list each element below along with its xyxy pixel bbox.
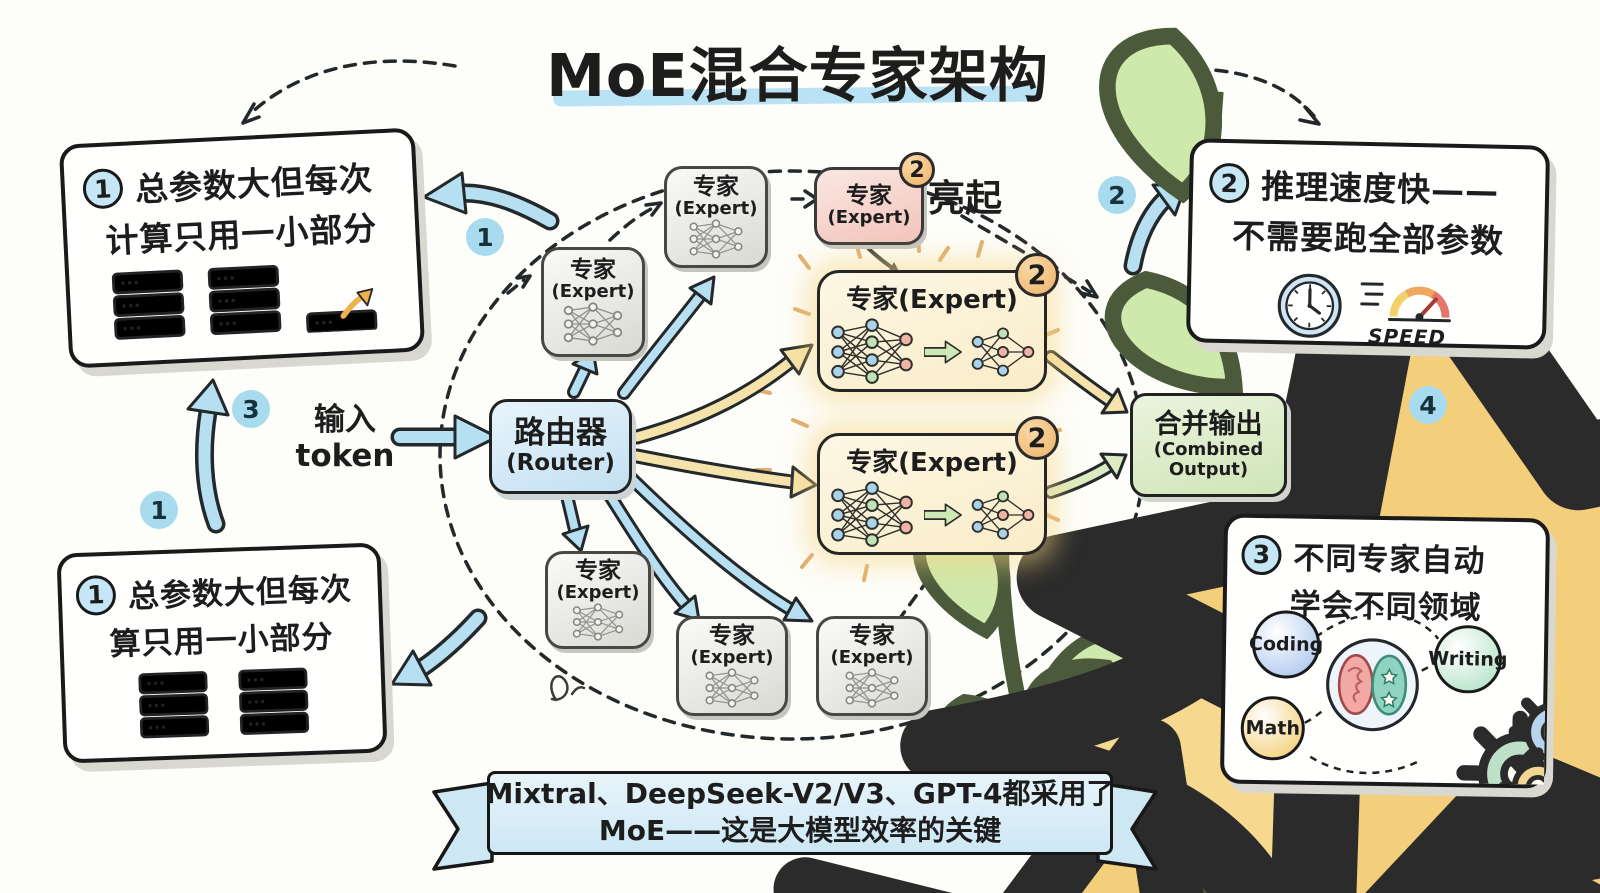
expert-label-en: (Expert): [551, 281, 635, 303]
active-expert-box-2: 2 专家(Expert): [817, 416, 1059, 555]
combined-output-box: 合并输出 (Combined Output): [1130, 393, 1287, 497]
router-label-en: (Router): [506, 449, 615, 476]
input-label-en: token: [295, 437, 395, 474]
expert-label-en: (Expert): [830, 647, 914, 669]
expert-label-en: (Expert): [556, 582, 640, 604]
dashed-arrow-expert-to-expert-top: [608, 201, 663, 242]
server-stack-icon-blue: [109, 269, 188, 343]
benefit-box-bottom-left: 1 总参数大但每次 算只用一小部分: [56, 542, 388, 764]
green-arrow-icon: [924, 503, 962, 527]
speed-label: SPEED: [1367, 324, 1447, 350]
gears-icon: [1422, 679, 1546, 785]
combined-output-label-en2: Output): [1168, 458, 1249, 480]
ribbon-text-line1: Mixtral、DeepSeek-V2/V3、GPT-4都采用了: [485, 777, 1115, 811]
server-stack-icon-green: [236, 667, 312, 738]
benefit-text-line1: 总参数大但每次: [134, 158, 374, 210]
arrow-bottom-left-to-top-left-box: [186, 378, 230, 534]
arrow-router-to-active-expert1: [629, 343, 814, 445]
dashed-arrow-title-to-top-left: [241, 59, 457, 125]
arrow-active-expert1-to-combined: [1044, 350, 1129, 415]
server-stack-icon-blue: [136, 670, 212, 741]
leaf-decorations: [550, 0, 1600, 893]
arrow-active-expert2-to-combined: [1044, 452, 1128, 499]
active-expert-label: 专家(Expert): [846, 285, 1018, 315]
expert-label-zh: 专家: [846, 183, 892, 210]
neural-net-full-icon: [828, 318, 916, 386]
expert-box-left: 专家 (Expert): [541, 247, 645, 357]
expert-label-zh: 专家: [570, 257, 616, 284]
arrow-center-to-bottom-left-box: [390, 608, 488, 687]
step-number-circle: 2: [1208, 162, 1250, 204]
speedometer-block: SPEED: [1357, 266, 1459, 350]
neural-net-icon: [566, 603, 630, 641]
arrow-router-to-active-expert2: [629, 448, 818, 499]
active-expert-badge: 2: [899, 152, 935, 188]
active-expert-label: 专家(Expert): [846, 448, 1018, 478]
speedometer-icon: [1360, 282, 1451, 323]
expert-label-zh: 专家: [575, 558, 621, 585]
active-expert-badge: 2: [1015, 416, 1059, 460]
green-arrow-icon: [924, 340, 962, 364]
step-badge-2: 2: [1098, 176, 1136, 214]
neural-net-icon: [683, 219, 749, 259]
expert-label-zh: 专家: [709, 623, 755, 650]
summary-ribbon: Mixtral、DeepSeek-V2/V3、GPT-4都采用了 MoE——这是…: [485, 771, 1115, 855]
neural-net-full-icon: [828, 481, 916, 549]
diagram-title-block: MoE混合专家架构: [525, 28, 1070, 113]
active-expert-box-1: 2 专家(Expert): [817, 253, 1059, 392]
neural-net-icon: [699, 668, 765, 708]
expert-label-zh: 专家: [693, 174, 739, 201]
expert-label-en: (Expert): [674, 198, 758, 220]
light-up-label: 亮起: [928, 177, 1002, 220]
domain-dashed-connectors: [1304, 612, 1443, 775]
active-expert-badge: 2: [1015, 253, 1059, 297]
arrow-router-to-expert-bottom1: [560, 489, 590, 553]
router-box: 路由器 (Router): [489, 399, 632, 494]
neural-net-icon: [558, 302, 628, 346]
neural-net-sparse-icon: [970, 488, 1036, 542]
expert-label-en: (Expert): [690, 647, 774, 669]
arrow-router-to-expert-bottom2: [602, 487, 701, 622]
page-title: MoE混合专家架构: [546, 41, 1049, 110]
brain-icon: [1326, 638, 1419, 732]
step-badge-3: 3: [232, 390, 270, 428]
benefit-box-bottom-right: 3 不同专家自动 学会不同领域 Coding Writing Math: [1219, 513, 1551, 789]
dashed-arrow-to-expert-left: [506, 274, 532, 295]
expert-label-zh: 专家: [849, 623, 895, 650]
ribbon-text-line2: MoE——这是大模型效率的关键: [598, 814, 1002, 847]
benefit-text-line2: 算只用一小部分: [109, 619, 335, 663]
neural-net-icon: [839, 668, 905, 708]
expert-label-en: (Expert): [827, 207, 911, 229]
step-number-circle: 1: [81, 167, 124, 210]
arrow-router-to-expert-bottom3: [624, 471, 814, 623]
input-label-zh: 输入: [314, 402, 376, 438]
benefit-box-top-left: 1 总参数大但每次 计算只用一小部分: [58, 127, 426, 369]
router-label-zh: 路由器: [514, 415, 607, 452]
benefit-text-line2: 不需要跑全部参数: [1231, 216, 1505, 261]
benefit-box-top-right: 2 推理速度快—— 不需要跑全部参数: [1185, 138, 1551, 350]
arrow-input-to-router: [390, 414, 499, 460]
input-token-label: 输入 token: [295, 402, 395, 474]
benefit-text-line1: 推理速度快——: [1260, 166, 1500, 211]
server-stack-icon-green: [205, 264, 284, 338]
clock-icon: [1277, 273, 1342, 338]
neural-net-sparse-icon: [970, 325, 1036, 379]
arrow-center-to-top-left-box: [422, 171, 560, 231]
benefit-text-line1: 总参数大但每次: [127, 571, 353, 616]
step-badge-1: 1: [466, 218, 504, 256]
combined-output-label-zh: 合并输出: [1154, 409, 1263, 441]
arrow-router-to-expert-top: [617, 275, 716, 400]
step-badge-4: 4: [1409, 386, 1447, 424]
expert-box-bottom3: 专家 (Expert): [816, 616, 928, 716]
expert-box-pink-active: 2 专家 (Expert): [814, 152, 935, 245]
step-badge-1b: 1: [140, 491, 178, 529]
expert-box-bottom2: 专家 (Expert): [676, 616, 788, 716]
expert-box-top: 专家 (Expert): [664, 166, 768, 268]
combined-output-label-en1: (Combined: [1153, 439, 1264, 461]
server-stack-icon-pink-active: [301, 259, 380, 333]
step-number-circle: 1: [75, 574, 117, 616]
expert-box-bottom1: 专家 (Expert): [545, 551, 651, 649]
